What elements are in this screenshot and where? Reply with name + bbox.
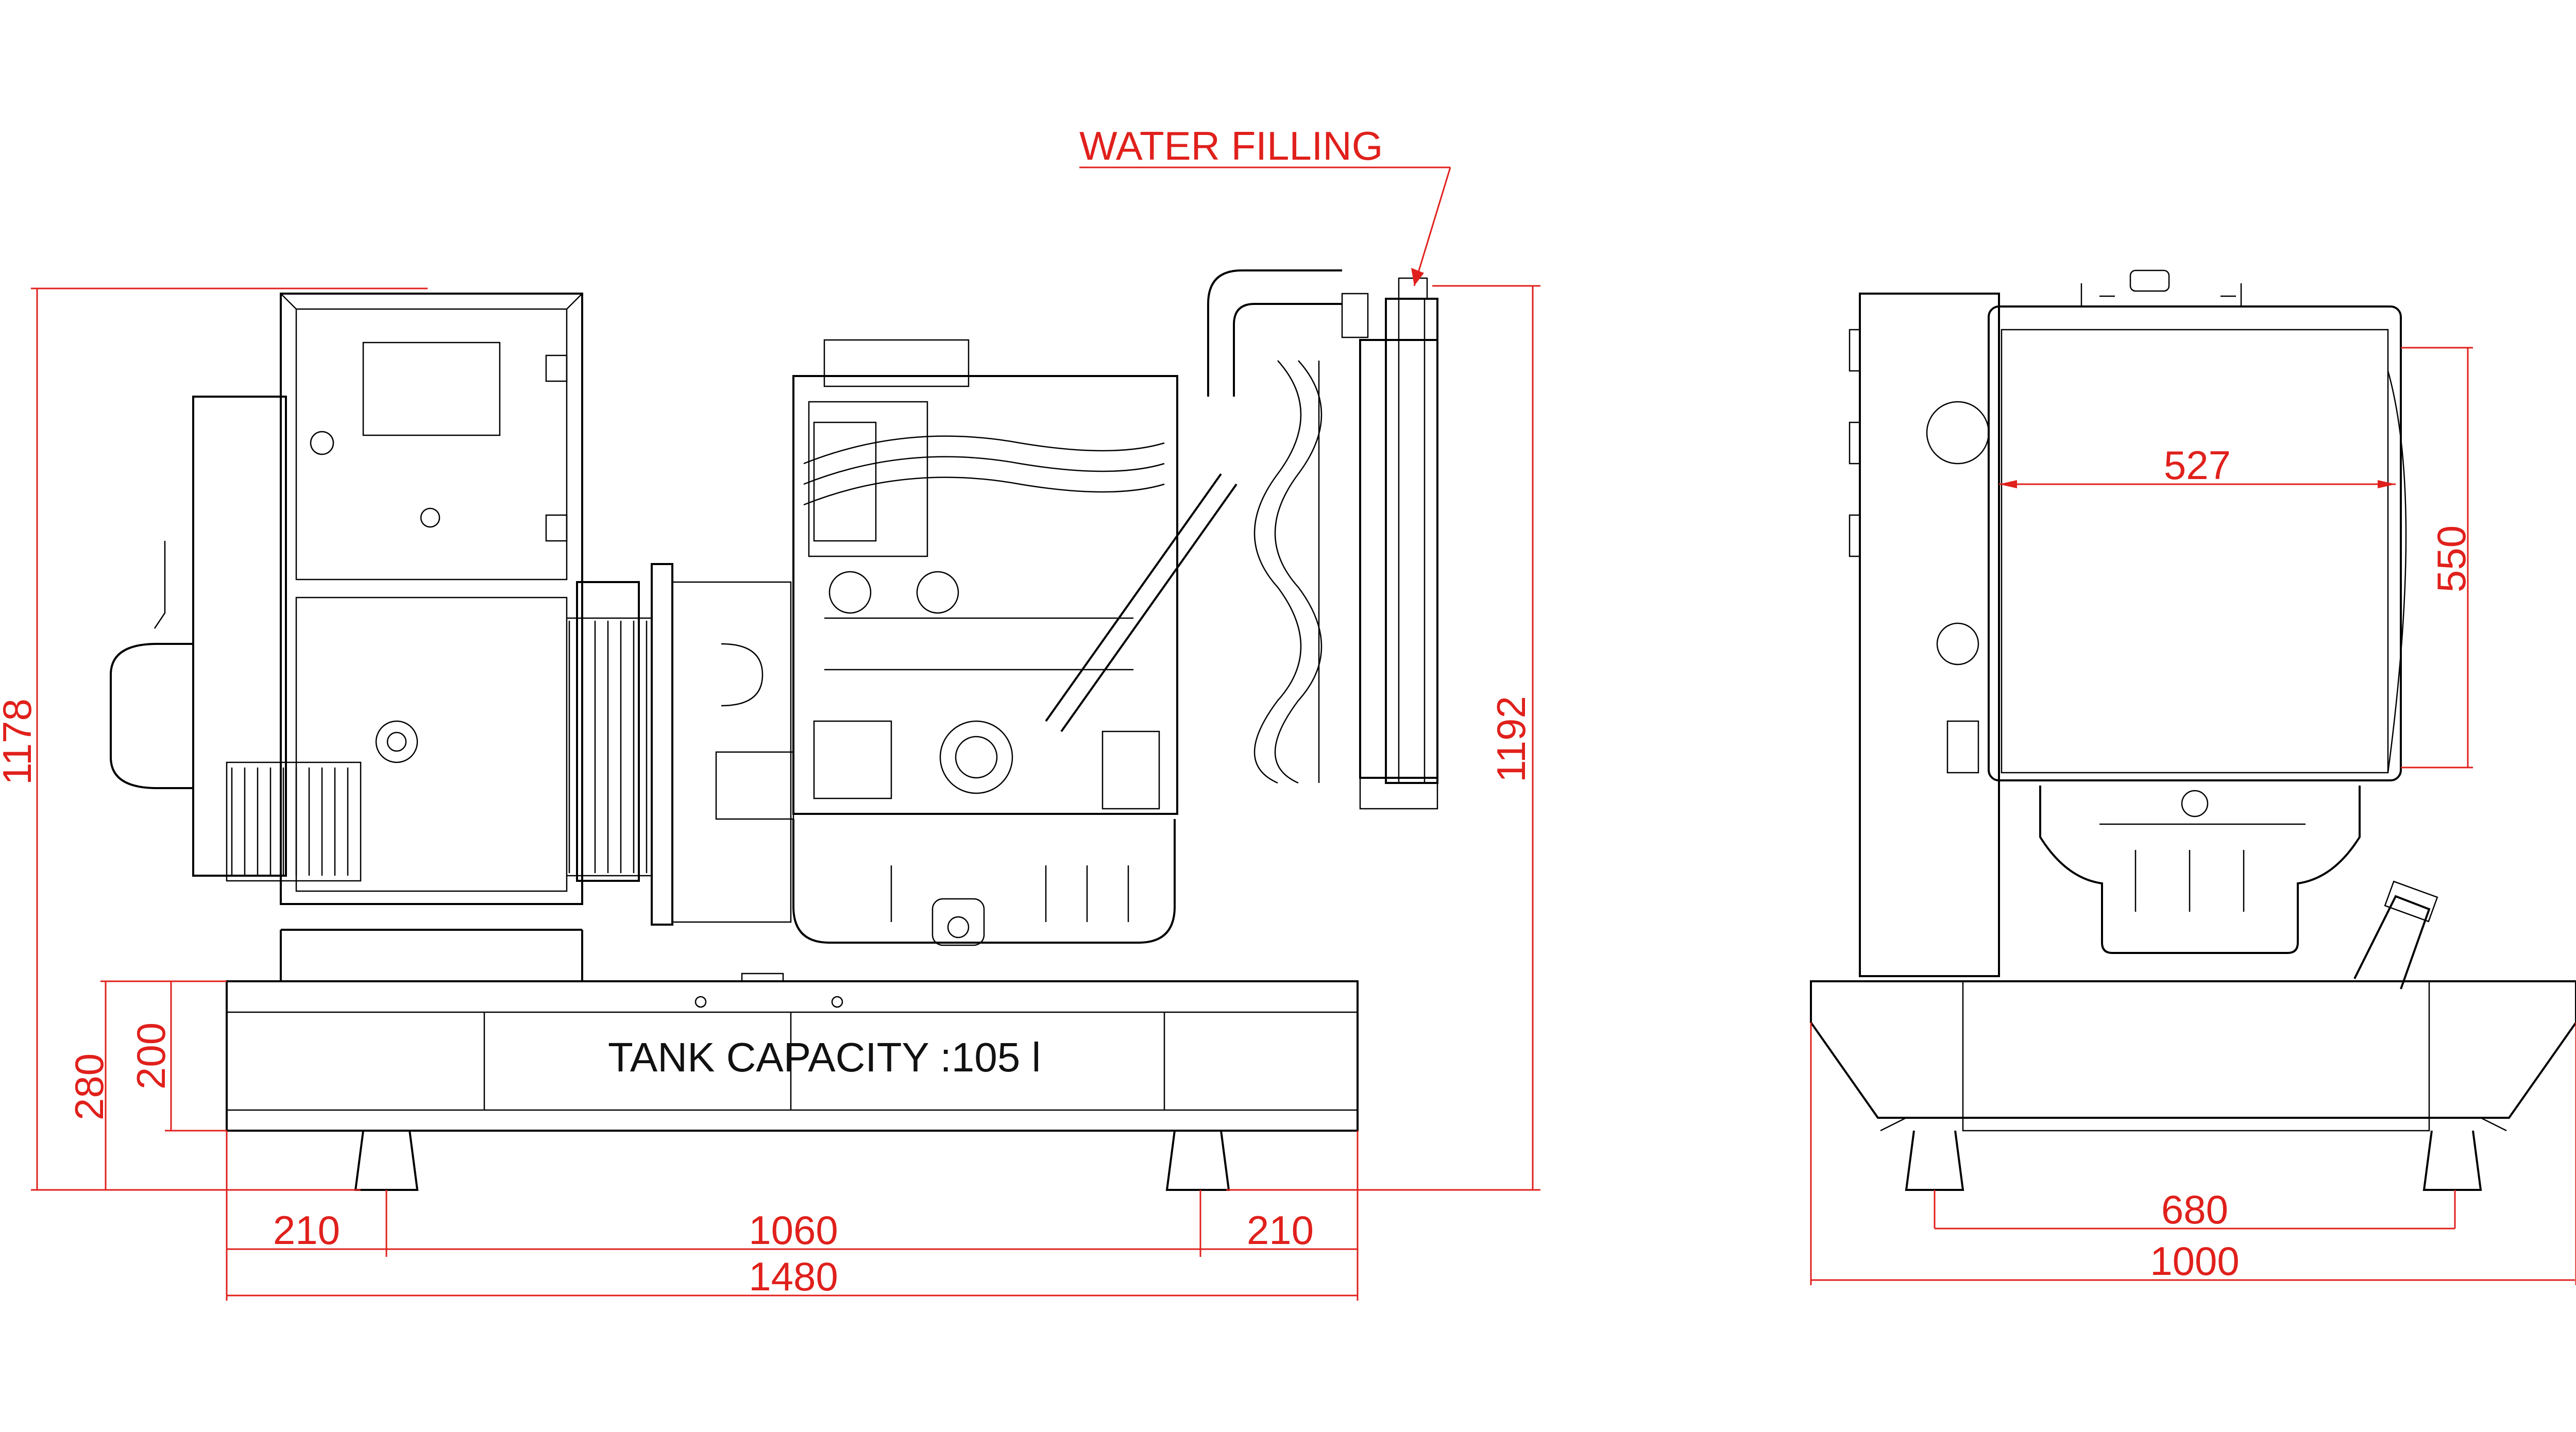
dim-tank-height: 200 — [128, 1022, 174, 1089]
dim-total-height: 1178 — [0, 698, 40, 785]
end-base-frame — [1810, 980, 2576, 1191]
flywheel-housing — [567, 563, 794, 926]
dim-radiator-width: 527 — [2164, 442, 2231, 488]
dim-left-offset: 210 — [273, 1207, 340, 1253]
dim-total-length: 1480 — [749, 1254, 838, 1299]
control-panel — [280, 293, 583, 905]
base-frame — [226, 929, 1359, 1191]
side-view-dimensions: WATER FILLING 1178 1192 280 200 210 1060 — [0, 123, 1540, 1301]
dim-base-height: 280 — [66, 1053, 112, 1120]
alternator — [110, 396, 640, 882]
dim-right-offset: 210 — [1247, 1207, 1314, 1253]
end-view-dimensions: 527 550 680 1000 — [1810, 347, 2576, 1285]
side-view: TANK CAPACITY :105 l — [110, 269, 1438, 1191]
radiator-front — [1988, 269, 2407, 781]
dim-radiator-height: 1192 — [1488, 696, 1534, 782]
radiator — [1207, 269, 1438, 810]
dim-radiator-end-height: 550 — [2429, 525, 2474, 592]
tank-capacity-label: TANK CAPACITY :105 l — [608, 1034, 1041, 1080]
dim-end-mount-spacing: 680 — [2161, 1187, 2228, 1232]
engine — [792, 339, 1238, 946]
end-view — [1810, 269, 2576, 1191]
water-filling-label: WATER FILLING — [1079, 123, 1383, 168]
engine-front — [2039, 786, 2438, 990]
dim-total-width: 1000 — [2150, 1238, 2240, 1284]
dim-mount-spacing: 1060 — [749, 1207, 838, 1253]
